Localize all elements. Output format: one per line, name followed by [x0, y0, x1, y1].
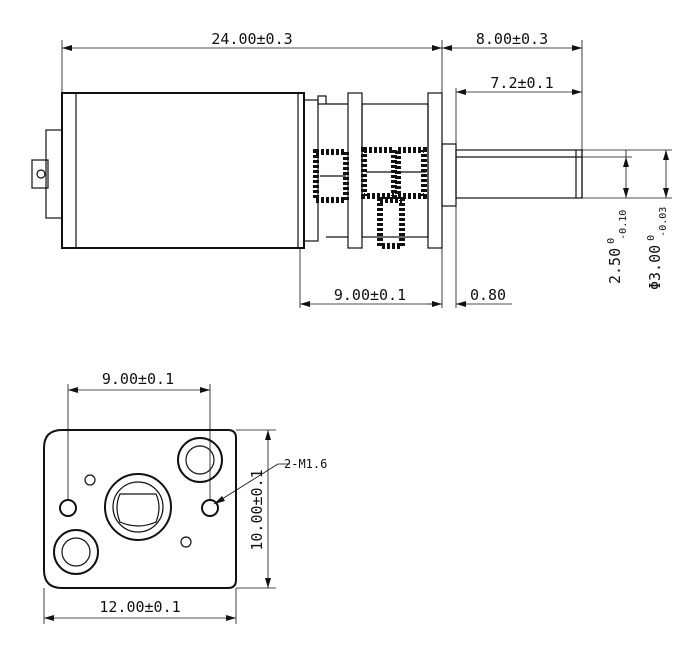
output-shaft: [441, 143, 583, 207]
dim-shaft-dia-sup-label: 0: [646, 235, 657, 241]
dim-shaft-diameter: Φ3.00 0 -0.03: [641, 150, 669, 290]
front-view: 9.00±0.1 10.00±0.1 12.00±0.1 2-M1.6: [43, 370, 327, 624]
svg-text:2.50 0 -0.10: 2.50 0 -0.10: [601, 210, 629, 284]
dim-width-label: 12.00±0.1: [99, 598, 180, 616]
dim-height-label: 10.00±0.1: [248, 469, 266, 550]
front-extension-lines: [43, 384, 276, 624]
thread-callout-label: 2-M1.6: [284, 457, 327, 471]
dim-hole-spacing: 9.00±0.1: [68, 370, 210, 393]
dim-flat-main-label: 2.50: [606, 248, 624, 284]
dim-height: 10.00±0.1: [248, 430, 271, 588]
face-plate: [43, 429, 237, 589]
gearbox: [313, 92, 443, 249]
motor-body: [61, 92, 327, 249]
dim-gearbox-length-label: 9.00±0.1: [334, 286, 406, 304]
side-view: 24.00±0.3 8.00±0.3 7.2±0.1 9.00±0.1: [31, 30, 672, 308]
dim-flat-sub-label: -0.10: [618, 210, 629, 240]
extension-lines: [61, 40, 672, 308]
dim-shaft-length: 8.00±0.3: [442, 30, 582, 51]
dim-overall-length-label: 24.00±0.3: [211, 30, 292, 48]
thread-callout: 2-M1.6: [213, 457, 327, 505]
shaft-boss-front: [104, 473, 172, 541]
dim-width: 12.00±0.1: [44, 598, 236, 621]
dim-overall-length: 24.00±0.3: [62, 30, 442, 51]
gear-stack: [313, 147, 427, 249]
motor-terminal: [31, 129, 63, 219]
dim-shaft-length-label: 8.00±0.3: [476, 30, 548, 48]
mounting-holes: [53, 437, 223, 575]
svg-text:Φ3.00 0 -0.03: Φ3.00 0 -0.03: [641, 207, 669, 290]
dim-shaft-dia-sub-label: -0.03: [658, 207, 669, 237]
dim-shaft-flat-height: 2.50 0 -0.10: [601, 150, 629, 284]
dim-shaft-flat-label: 7.2±0.1: [490, 74, 553, 92]
dim-boss: 0.80: [428, 286, 512, 307]
dim-boss-label: 0.80: [470, 286, 506, 304]
dim-gearbox-length: 9.00±0.1: [300, 286, 442, 307]
dim-shaft-flat: 7.2±0.1: [456, 74, 582, 95]
dim-shaft-dia-main-label: Φ3.00: [646, 245, 664, 290]
dim-hole-spacing-label: 9.00±0.1: [102, 370, 174, 388]
dim-flat-sup-label: 0: [606, 238, 617, 244]
